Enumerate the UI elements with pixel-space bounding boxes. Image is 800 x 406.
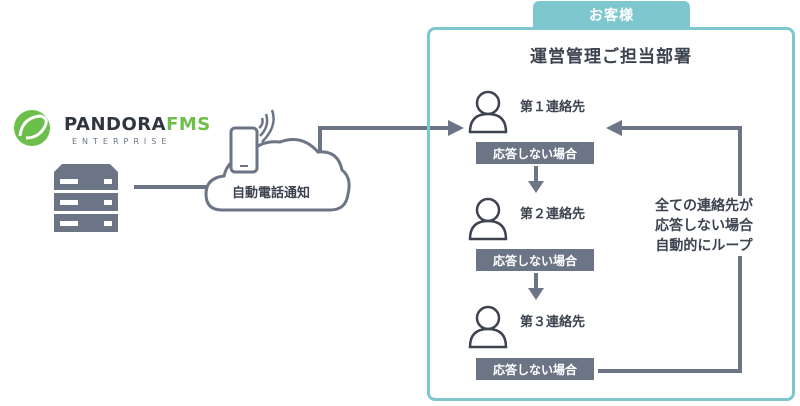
loop-note-line-2: 応答しない場合	[616, 216, 792, 236]
contact-1-label: 第１連絡先	[520, 100, 586, 115]
pandora-logo-icon	[14, 110, 50, 146]
logo-name-accent: FMS	[166, 114, 211, 135]
server-icon	[54, 164, 118, 232]
contact-1-no-answer-badge: 応答しない場合	[476, 142, 594, 164]
contact-2-label: 第２連絡先	[520, 207, 586, 222]
contact-3-no-answer-badge: 応答しない場合	[476, 358, 594, 380]
loop-note-line-1: 全ての連絡先が	[616, 196, 792, 216]
person-icon-1	[468, 90, 508, 134]
cloud-to-contact1-arrowhead	[448, 120, 464, 136]
department-title: 運営管理ご担当部署	[530, 47, 692, 67]
smartphone-icon	[229, 109, 275, 174]
customer-tab: お客様	[533, 1, 690, 29]
person-icon-2	[468, 197, 508, 241]
loop-note: 全ての連絡先が 応答しない場合 自動的にループ	[616, 196, 792, 256]
logo-name-main: PANDORA	[64, 114, 167, 135]
contact2-to-contact3-arrowhead	[528, 288, 544, 300]
logo-wordmark: PANDORAFMS	[64, 114, 211, 135]
contact-3-label: 第３連絡先	[520, 315, 586, 330]
contact1-to-contact2-arrowhead	[528, 181, 544, 193]
auto-call-label: 自動電話通知	[231, 186, 310, 201]
loop-back-arrowhead	[606, 120, 622, 136]
loop-note-line-3: 自動的にループ	[616, 236, 792, 256]
contact-2-no-answer-badge: 応答しない場合	[476, 249, 594, 271]
logo-subtitle: ENTERPRISE	[72, 137, 172, 146]
person-icon-3	[468, 305, 508, 349]
